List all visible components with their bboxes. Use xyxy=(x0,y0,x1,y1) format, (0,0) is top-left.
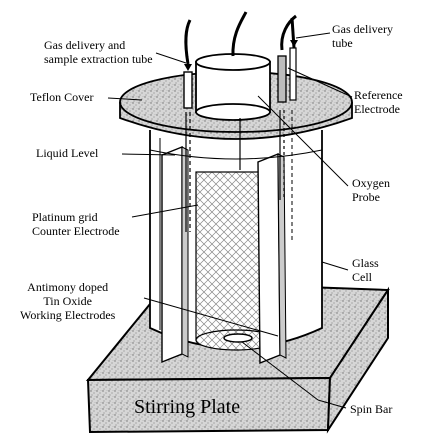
label-working-electrodes: Antimony doped Tin Oxide Working Electro… xyxy=(20,280,115,322)
label-platinum-grid: Platinum grid Counter Electrode xyxy=(32,210,120,238)
label-glass-cell: Glass Cell xyxy=(352,256,379,284)
label-glass-cell-line1: Glass xyxy=(352,256,379,270)
leader-lines xyxy=(107,32,353,409)
label-reference-electrode-line1: Reference xyxy=(354,88,403,102)
working-electrodes xyxy=(161,145,287,365)
label-oxygen-probe-line1: Oxygen xyxy=(352,176,390,190)
spin-bar xyxy=(223,333,253,343)
label-oxygen-probe: Oxygen Probe xyxy=(352,176,390,204)
label-platinum-grid-line2: Counter Electrode xyxy=(32,224,120,238)
label-working-electrodes-line2: Tin Oxide xyxy=(43,294,92,308)
label-liquid-level: Liquid Level xyxy=(36,146,99,160)
oxygen-probe xyxy=(195,11,271,170)
gas-sample-tube xyxy=(183,19,193,232)
tube-arrows xyxy=(184,34,298,71)
label-working-electrodes-line3: Working Electrodes xyxy=(20,308,116,322)
label-spin-bar: Spin Bar xyxy=(350,402,393,416)
reference-electrode xyxy=(277,14,297,200)
label-reference-electrode-line2: Electrode xyxy=(354,102,400,116)
label-teflon-cover: Teflon Cover xyxy=(30,90,94,104)
label-reference-electrode: Reference Electrode xyxy=(354,88,403,116)
label-gas-delivery-tube: Gas delivery tube xyxy=(332,22,393,50)
label-oxygen-probe-line2: Probe xyxy=(352,190,380,204)
label-platinum-grid-line1: Platinum grid xyxy=(32,210,98,224)
liquid-level-line xyxy=(149,149,323,160)
label-gas-delivery-tube-line2: tube xyxy=(332,36,353,50)
label-gas-sample-tube-line2: sample extraction tube xyxy=(44,52,153,66)
label-glass-cell-line2: Cell xyxy=(352,270,372,284)
label-working-electrodes-line1: Antimony doped xyxy=(27,280,109,294)
label-gas-sample-tube-line1: Gas delivery and xyxy=(44,38,126,52)
label-stirring-plate: Stirring Plate xyxy=(134,396,241,418)
label-gas-sample-tube: Gas delivery and sample extraction tube xyxy=(44,38,153,66)
label-gas-delivery-tube-line1: Gas delivery xyxy=(332,22,393,36)
